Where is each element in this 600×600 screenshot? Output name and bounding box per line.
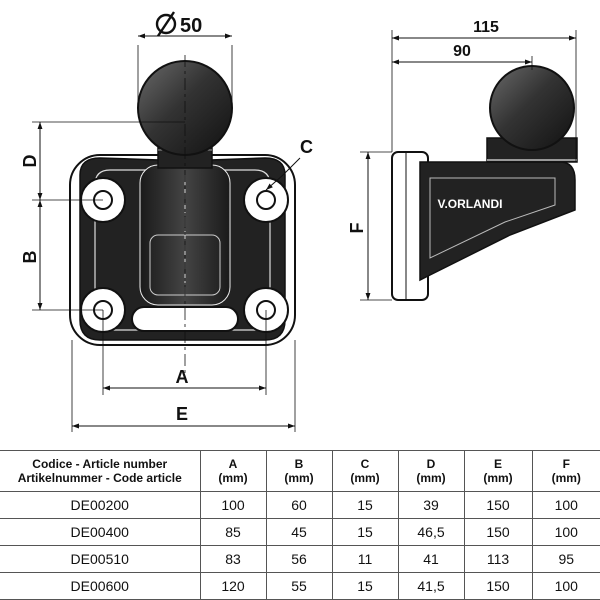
dim-b-label: B [20, 251, 40, 264]
cell-f: 100 [531, 491, 600, 519]
cell-b: 55 [265, 572, 332, 600]
header-code: Codice - Article number Artikelnummer - … [0, 450, 200, 492]
header-b: B(mm) [265, 450, 332, 492]
dim-e-label: E [176, 404, 188, 424]
cell-f: 95 [531, 545, 600, 573]
dim-f-label: F [347, 223, 367, 234]
header-a-unit: (mm) [218, 471, 248, 485]
side-view: V.ORLANDI 115 90 F [347, 19, 578, 301]
technical-drawing: 50 D B C A E V.ORLANDI [20, 11, 578, 432]
header-f-letter: F [562, 457, 570, 471]
cell-b: 56 [265, 545, 332, 573]
header-e-unit: (mm) [483, 471, 513, 485]
table-header-row: Codice - Article number Artikelnummer - … [0, 450, 600, 492]
header-d: D(mm) [397, 450, 464, 492]
dim-ball-diameter: 50 [180, 15, 202, 37]
header-c-letter: C [360, 457, 370, 471]
dim-90-label: 90 [453, 43, 471, 60]
cell-b: 45 [265, 518, 332, 546]
cell-e: 150 [463, 491, 532, 519]
cell-code: DE00200 [0, 491, 200, 519]
cell-c: 15 [331, 491, 398, 519]
cell-code: DE00510 [0, 545, 200, 573]
cell-code: DE00600 [0, 572, 200, 600]
mounting-hole [243, 177, 289, 223]
cell-d: 41 [397, 545, 464, 573]
spec-table: Codice - Article number Artikelnummer - … [0, 450, 600, 600]
dim-d-label: D [20, 155, 40, 168]
header-d-unit: (mm) [416, 471, 446, 485]
cell-d: 39 [397, 491, 464, 519]
side-arm [419, 161, 576, 282]
header-b-letter: B [294, 457, 304, 471]
header-code-line1: Codice - Article number [32, 457, 168, 471]
table-row: DE00200 100 60 15 39 150 100 [0, 491, 600, 519]
header-f: F(mm) [531, 450, 600, 492]
cell-a: 83 [199, 545, 266, 573]
header-b-unit: (mm) [284, 471, 314, 485]
cell-a: 120 [199, 572, 266, 600]
cell-c: 15 [331, 518, 398, 546]
dim-115-label: 115 [473, 19, 499, 36]
header-c: C(mm) [331, 450, 398, 492]
brand-logo-text: V.ORLANDI [438, 197, 503, 211]
cell-e: 113 [463, 545, 532, 573]
cell-c: 11 [331, 545, 398, 573]
table-row: DE00510 83 56 11 41 113 95 [0, 545, 600, 573]
header-e: E(mm) [463, 450, 532, 492]
cell-a: 85 [199, 518, 266, 546]
front-view: 50 D B C A E [20, 11, 313, 432]
header-a-letter: A [228, 457, 238, 471]
table-row: DE00400 85 45 15 46,5 150 100 [0, 518, 600, 546]
cell-f: 100 [531, 518, 600, 546]
cell-code: DE00400 [0, 518, 200, 546]
cell-b: 60 [265, 491, 332, 519]
header-c-unit: (mm) [350, 471, 380, 485]
header-d-letter: D [426, 457, 436, 471]
table-row: DE00600 120 55 15 41,5 150 100 [0, 572, 600, 600]
dim-c-label: C [300, 137, 313, 157]
cell-f: 100 [531, 572, 600, 600]
cell-c: 15 [331, 572, 398, 600]
header-code-line2: Artikelnummer - Code article [17, 471, 182, 485]
cell-a: 100 [199, 491, 266, 519]
cell-d: 46,5 [397, 518, 464, 546]
side-tow-ball [489, 65, 575, 151]
cell-e: 150 [463, 572, 532, 600]
header-a: A(mm) [199, 450, 266, 492]
header-f-unit: (mm) [551, 471, 581, 485]
ball-diameter-symbol [155, 11, 177, 37]
dim-a-label: A [176, 367, 189, 387]
cell-e: 150 [463, 518, 532, 546]
header-e-letter: E [493, 457, 502, 471]
cell-d: 41,5 [397, 572, 464, 600]
